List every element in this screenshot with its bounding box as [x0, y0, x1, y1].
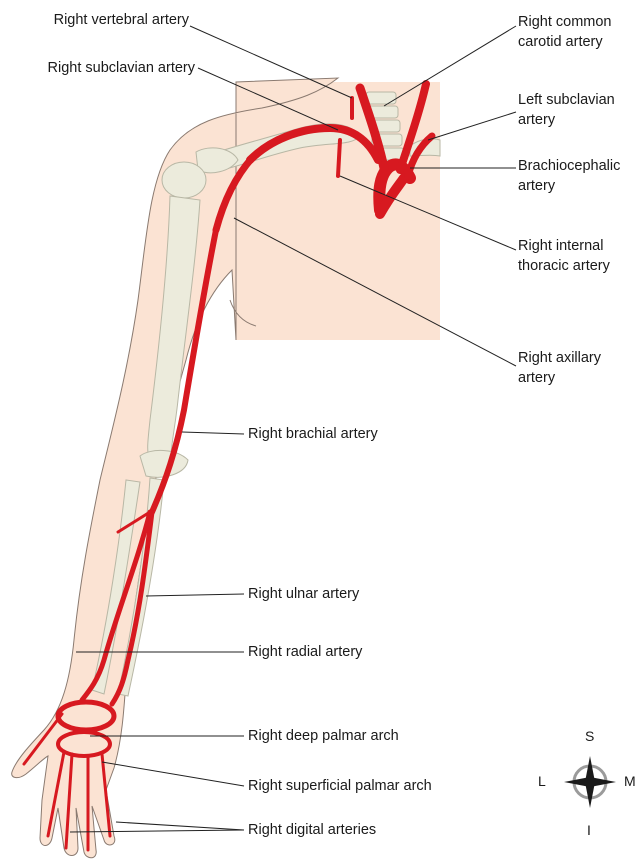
label-right-radial-artery: Right radial artery	[248, 642, 362, 662]
label-right-digital-arteries: Right digital arteries	[248, 820, 376, 840]
humerus-head	[162, 162, 206, 198]
label-right-subclavian-artery: Right subclavian artery	[48, 58, 196, 78]
label-right-superficial-palmar-arch: Right superficial palmar arch	[248, 776, 432, 796]
label-right-internal-thoracic-line2: thoracic artery	[518, 256, 610, 276]
label-brachiocephalic-line1: Brachiocephalic	[518, 156, 620, 176]
right-internal-thoracic	[338, 140, 340, 176]
label-right-vertebral-artery: Right vertebral artery	[54, 10, 189, 30]
label-right-common-carotid-line1: Right common	[518, 12, 611, 32]
label-brachiocephalic-artery: Brachiocephalic artery	[518, 156, 620, 196]
label-right-brachial-artery: Right brachial artery	[248, 424, 378, 444]
label-left-subclavian-artery: Left subclavian artery	[518, 90, 615, 130]
label-right-internal-thoracic-line1: Right internal	[518, 236, 610, 256]
label-right-axillary-line1: Right axillary	[518, 348, 601, 368]
label-right-ulnar-artery: Right ulnar artery	[248, 584, 359, 604]
label-left-subclavian-line1: Left subclavian	[518, 90, 615, 110]
label-left-subclavian-line2: artery	[518, 110, 615, 130]
label-right-internal-thoracic-artery: Right internal thoracic artery	[518, 236, 610, 276]
orientation-compass	[564, 756, 616, 808]
label-right-common-carotid-line2: carotid artery	[518, 32, 611, 52]
label-right-axillary-line2: artery	[518, 368, 601, 388]
compass-inferior-label: I	[587, 822, 591, 838]
compass-medial-label: M	[624, 773, 636, 789]
label-brachiocephalic-line2: artery	[518, 176, 620, 196]
compass-lateral-label: L	[538, 773, 546, 789]
label-right-common-carotid-artery: Right common carotid artery	[518, 12, 611, 52]
compass-superior-label: S	[585, 728, 594, 744]
label-right-deep-palmar-arch: Right deep palmar arch	[248, 726, 399, 746]
torso	[236, 82, 440, 340]
label-right-axillary-artery: Right axillary artery	[518, 348, 601, 388]
